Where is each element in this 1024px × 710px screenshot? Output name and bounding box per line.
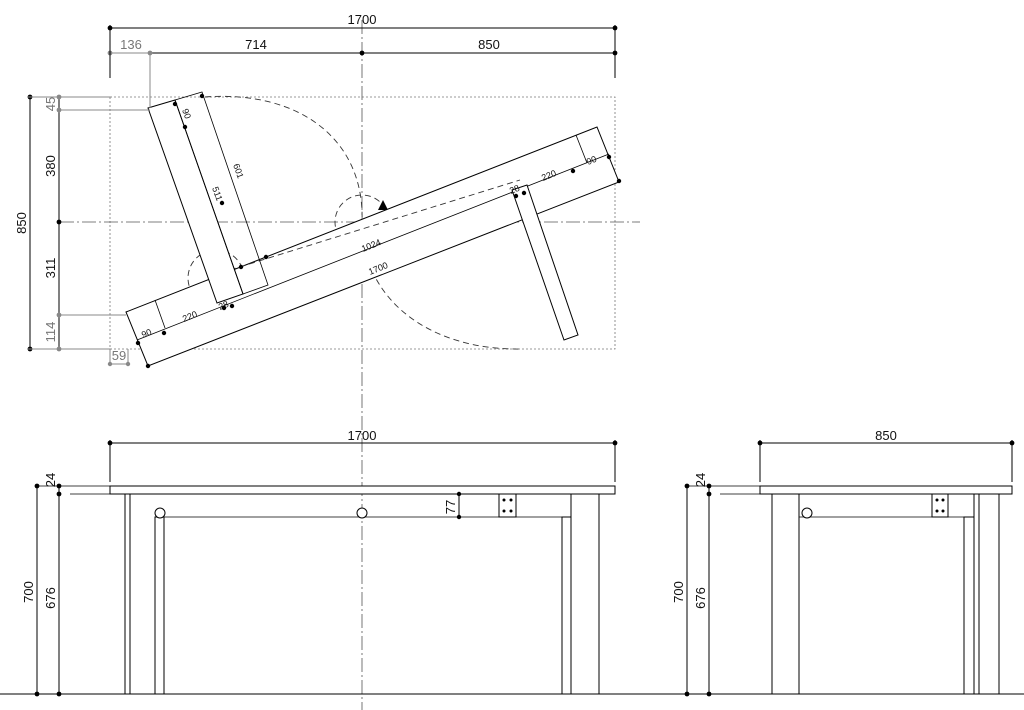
tabletop-hidden-line [229, 179, 521, 271]
front-leg-height-label: 676 [43, 587, 58, 609]
plan-left-dimensions: 850 45 380 311 114 59 [14, 94, 150, 367]
apron-77-label: 77 [443, 500, 458, 514]
plan-width-label: 1700 [348, 12, 377, 27]
front-pin-icon [356, 507, 368, 519]
dim-59-label: 59 [112, 348, 126, 363]
front-leg-left-inner [154, 516, 165, 695]
dim-311-label: 311 [43, 258, 58, 279]
side-leg-height-label: 676 [693, 587, 708, 609]
front-tabletop [109, 485, 616, 495]
front-top-thickness-label: 24 [43, 473, 58, 487]
label-601: 601 [231, 162, 246, 180]
front-height-label: 700 [21, 581, 36, 603]
label-28-left: 28 [217, 299, 230, 312]
front-width-label: 1700 [348, 428, 377, 443]
plan-top-dimensions: 1700 136 714 850 [107, 12, 618, 108]
front-elevation: 1700 77 24 700 676 [21, 428, 618, 697]
plan-outline [109, 96, 616, 350]
offset-136-label: 136 [120, 37, 142, 52]
side-leg-right-inner [963, 516, 975, 695]
front-leg-left-outer [124, 493, 131, 695]
segment-850-label: 850 [478, 37, 500, 52]
side-top-thickness-label: 24 [693, 473, 708, 487]
label-28-right: 28 [508, 183, 521, 196]
left-leg-board-edge [174, 91, 269, 295]
label-90-right: 90 [585, 154, 598, 167]
dim-114-label: 114 [43, 322, 58, 343]
front-pin-icon [154, 507, 166, 519]
plan-depth-label: 850 [14, 212, 29, 234]
side-elevation: 850 24 700 676 [671, 428, 1015, 697]
dim-380-label: 380 [43, 155, 58, 177]
label-90-left: 90 [140, 327, 153, 340]
plan-view: 90 601 511 90 220 28 90 220 28 1024 1700 [14, 12, 640, 710]
side-hinge-plate [931, 493, 949, 518]
side-leg-right-outer [978, 493, 1000, 695]
leg-marker-right [575, 134, 588, 164]
side-pin-icon [801, 507, 813, 519]
left-leg-board [147, 99, 244, 304]
label-511: 511 [210, 185, 224, 202]
segment-714-label: 714 [245, 37, 267, 52]
leg-marker-left [154, 299, 166, 329]
tabletop-inner-line [136, 153, 610, 341]
side-width-label: 850 [875, 428, 897, 443]
arrow-head-icon [378, 200, 388, 210]
front-leg-right-inner [561, 516, 572, 695]
right-leg-board [511, 184, 579, 341]
front-leg-right-outer [570, 493, 600, 695]
side-leg-right-mid [973, 493, 980, 695]
dim-45-label: 45 [43, 97, 58, 111]
front-hinge-plate [498, 493, 517, 518]
label-90-left-leg: 90 [180, 107, 193, 120]
side-tabletop [759, 485, 1013, 495]
side-height-label: 700 [671, 581, 686, 603]
side-leg-left [771, 493, 800, 695]
